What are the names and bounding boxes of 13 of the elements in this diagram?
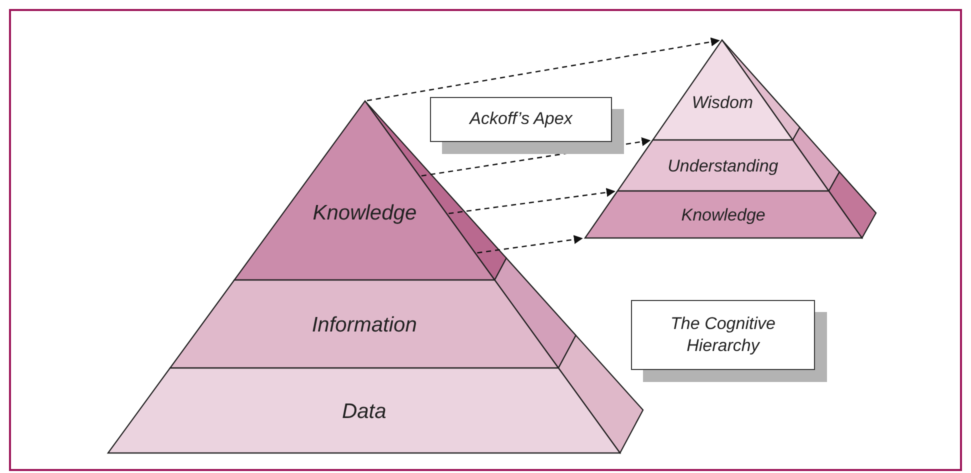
layer-label: Data — [342, 400, 386, 423]
pyramid-layer — [106, 334, 644, 454]
layer-label: Knowledge — [681, 205, 766, 224]
dashed-arrow — [477, 235, 583, 254]
pyramid-layer — [652, 39, 801, 142]
pyramid-layer — [168, 257, 577, 370]
layer-label: Understanding — [668, 156, 778, 176]
dashed-arrow — [448, 188, 616, 214]
layer-label: Wisdom — [692, 92, 754, 112]
layer-label: Information — [312, 313, 417, 336]
layer-label: Knowledge — [312, 201, 417, 224]
dashed-arrow — [366, 37, 720, 102]
pyramid-layer — [616, 126, 840, 192]
